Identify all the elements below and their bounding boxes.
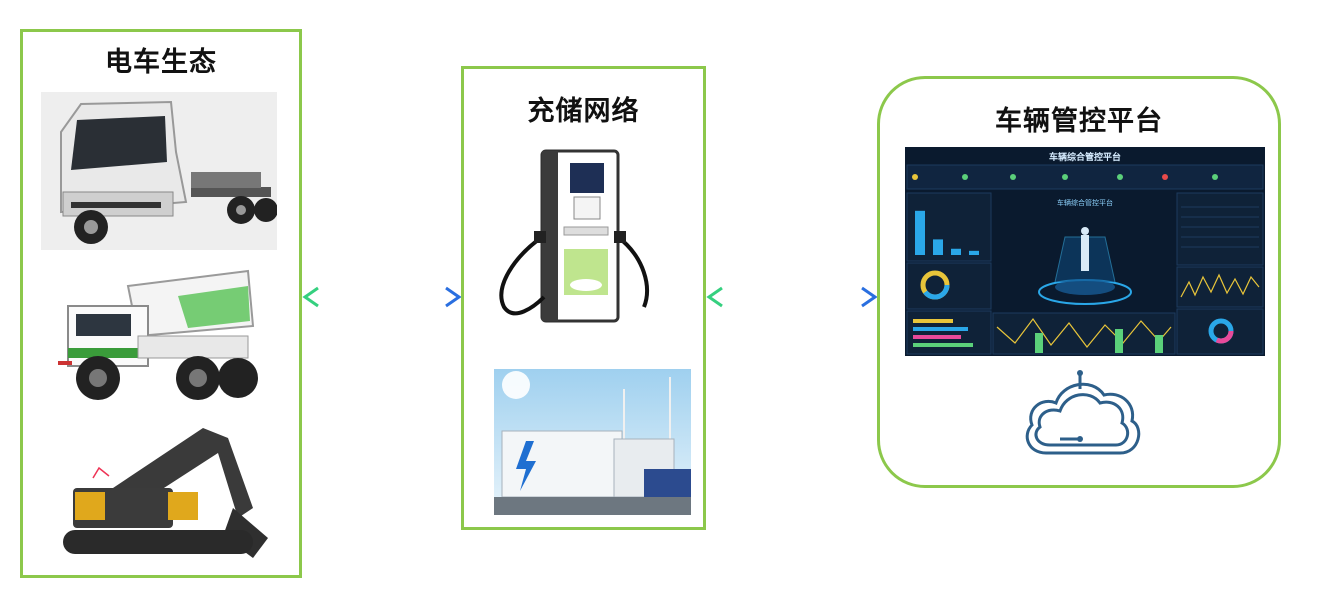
vehicle-platform-title: 车辆管控平台 bbox=[995, 106, 1163, 137]
energy-storage-container-icon bbox=[494, 369, 691, 515]
dashboard-center-title: 车辆综合管控平台 bbox=[1057, 198, 1113, 207]
charging-network-panel: 充储网络 bbox=[461, 66, 706, 530]
vehicle-platform-panel: 车辆管控平台 车辆综合管控平台 车辆综合管控平台 bbox=[877, 76, 1281, 488]
charging-network-title: 充储网络 bbox=[527, 96, 640, 127]
bidirectional-arrow-right bbox=[706, 286, 878, 308]
dashboard-graphics: 车辆综合管控平台 bbox=[906, 164, 1264, 355]
dashboard-bar-A bbox=[915, 210, 925, 255]
dashboard-bar-C bbox=[951, 248, 961, 255]
dashboard-screenshot: 车辆综合管控平台 车辆综合管控平台 bbox=[905, 147, 1265, 356]
ev-ecosystem-title: 电车生态 bbox=[105, 47, 217, 78]
electric-excavator-icon bbox=[63, 428, 268, 558]
ev-charging-pile-icon bbox=[499, 149, 649, 323]
ev-ecosystem-panel: 电车生态 bbox=[20, 29, 302, 578]
dashboard-bar-D bbox=[969, 250, 979, 255]
mining-dump-truck-icon bbox=[58, 269, 258, 400]
dashboard-header-title: 车辆综合管控平台 bbox=[1048, 153, 1121, 163]
electric-truck-icon bbox=[41, 92, 277, 250]
cloud-icon bbox=[1025, 370, 1141, 455]
bidirectional-arrow-left bbox=[302, 286, 462, 308]
dashboard-bar-B bbox=[933, 239, 943, 255]
